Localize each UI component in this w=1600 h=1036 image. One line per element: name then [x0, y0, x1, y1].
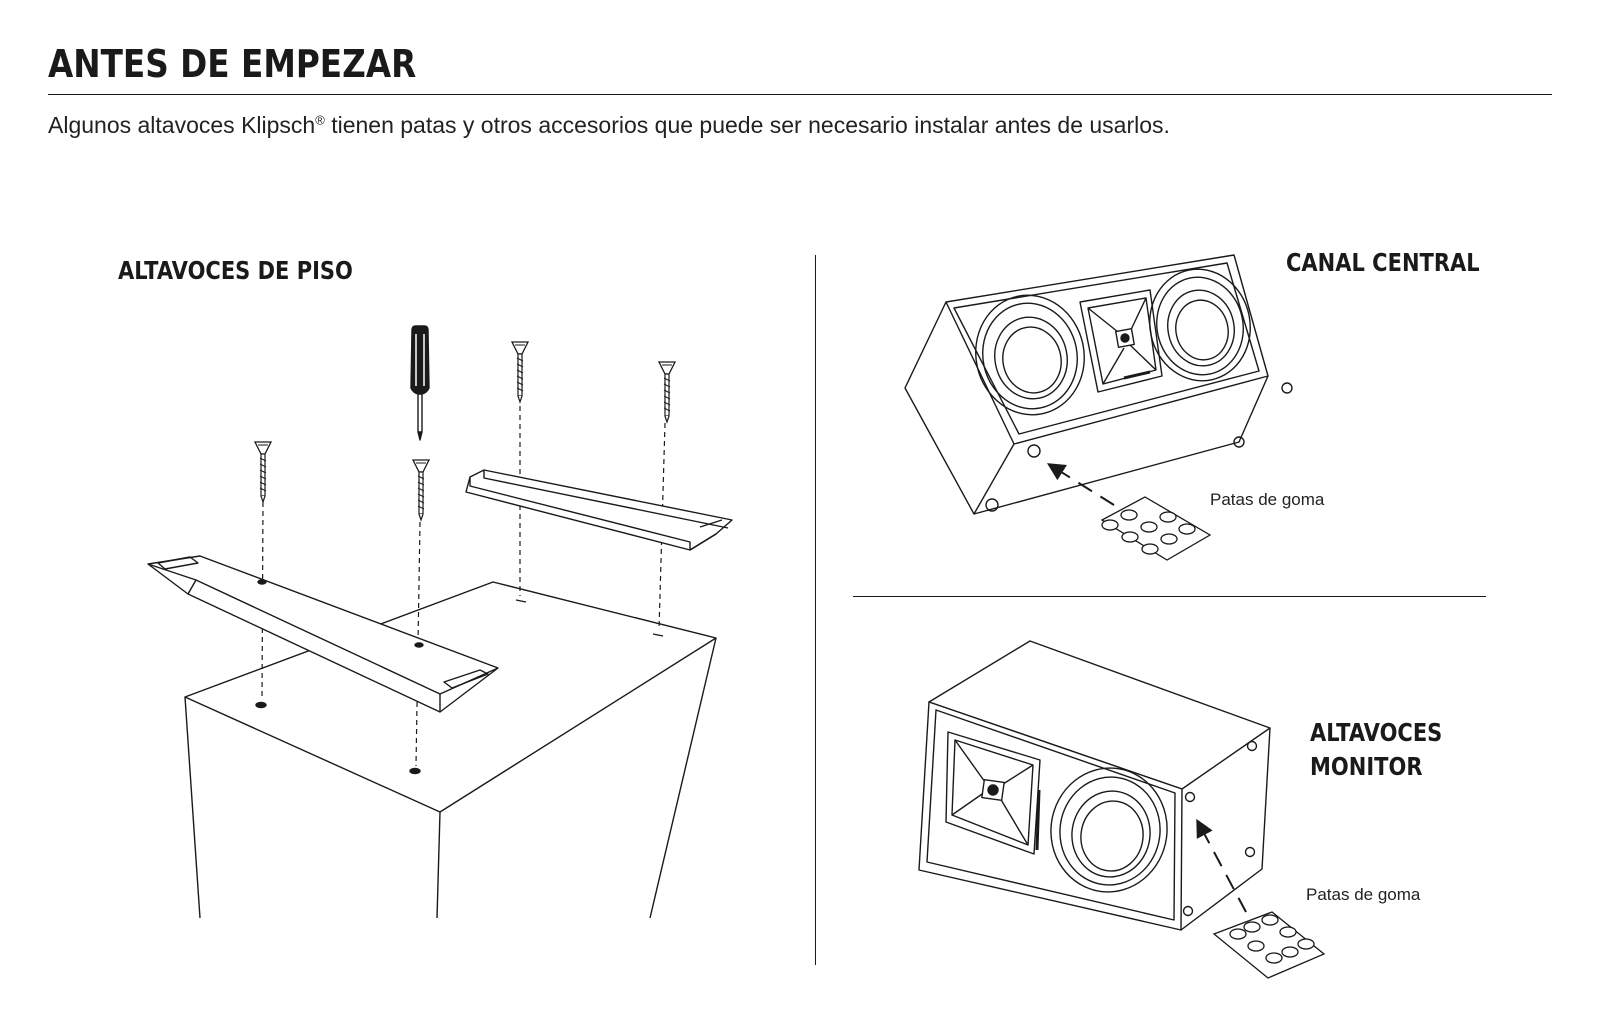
- screwdriver-icon: [411, 326, 429, 440]
- rubber-feet-sheet-icon: [1102, 497, 1210, 560]
- registered-mark: ®: [315, 112, 325, 128]
- intro-text-end: tienen patas y otros accesorios que pued…: [324, 112, 1170, 138]
- page-title: ANTES DE EMPEZAR: [48, 42, 417, 86]
- center-channel-heading: CANAL CENTRAL: [1286, 248, 1480, 277]
- center-rubber-feet-caption: Patas de goma: [1210, 490, 1325, 509]
- monitor-rubber-feet-caption: Patas de goma: [1306, 885, 1421, 904]
- screw-icon: [658, 361, 676, 423]
- arrow-icon: [1046, 463, 1114, 505]
- monitor-speakers-heading: ALTAVOCES MONITOR: [1310, 716, 1478, 784]
- vertical-divider: [815, 255, 816, 965]
- monitor-heading-line1: ALTAVOCES: [1310, 718, 1443, 747]
- center-channel-speaker-icon: [905, 255, 1292, 514]
- screw-icon: [254, 441, 272, 503]
- outrigger-foot-icon: [148, 556, 498, 712]
- bookshelf-speaker-icon: [919, 641, 1270, 930]
- outrigger-foot-icon: [466, 470, 732, 550]
- intro-text-start: Algunos altavoces Klipsch: [48, 112, 316, 138]
- floor-speaker-illustration: [148, 326, 732, 918]
- floor-speakers-heading: ALTAVOCES DE PISO: [118, 256, 353, 285]
- intro-text: Algunos altavoces Klipsch® tienen patas …: [48, 112, 1170, 139]
- horizontal-divider: [853, 596, 1486, 597]
- floor-speaker-cabinet-icon: [185, 582, 716, 918]
- arrow-icon: [1196, 818, 1246, 912]
- screw-icon: [511, 341, 529, 403]
- monitor-heading-line2: MONITOR: [1310, 752, 1423, 781]
- title-rule: [48, 94, 1552, 95]
- rubber-feet-sheet-icon: [1214, 912, 1324, 978]
- screw-icon: [412, 459, 430, 521]
